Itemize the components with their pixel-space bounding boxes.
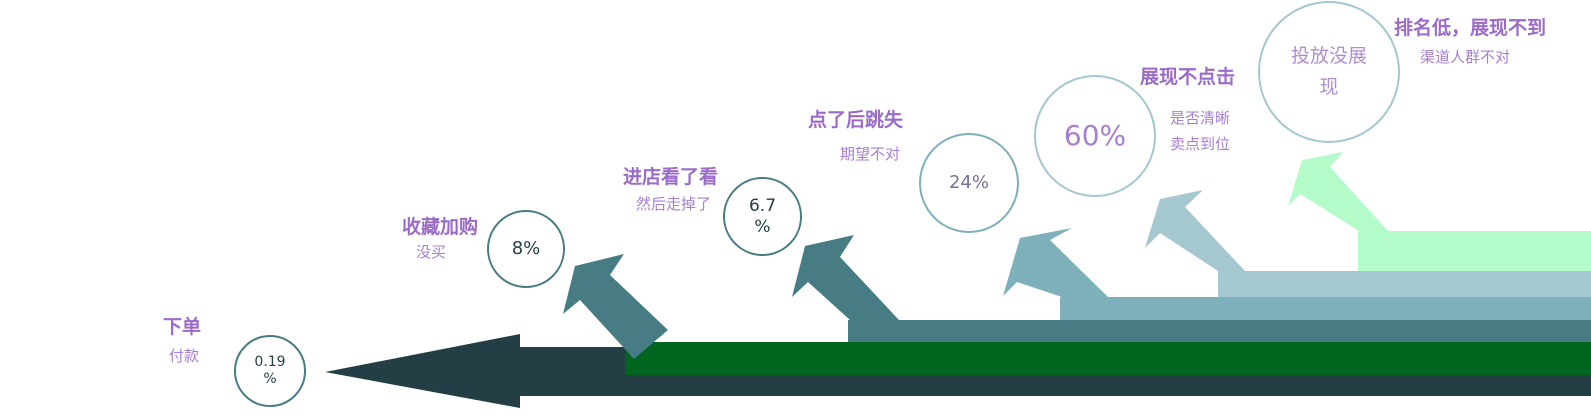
stage-title-click: 展现不点击 (1140, 66, 1236, 88)
main-arrow (325, 334, 1591, 408)
stage-title-exposure: 排名低，展现不到 (1394, 17, 1547, 39)
stage-desc-bounce: 期望不对 (840, 145, 901, 163)
stage-title-favorite: 收藏加购 (402, 216, 479, 238)
stage-title-visit: 进店看了看 (623, 166, 719, 188)
arrow-teal-light (1145, 190, 1245, 271)
band-mint (1358, 231, 1591, 271)
rate-value-exposure: 投放没展 现 (1290, 44, 1367, 98)
rate-value-bounce: 24% (948, 172, 989, 194)
arrow-teal-dark (792, 235, 899, 320)
stage-desc-visit: 然后走掉了 (636, 195, 712, 213)
rate-circle-visit: 6.7 % (723, 177, 802, 256)
band-teal-dark (848, 320, 1591, 342)
arrow-teal-mid (1003, 228, 1108, 297)
rate-circle-exposure: 投放没展 现 (1258, 1, 1400, 143)
rate-circle-bounce: 24% (919, 133, 1019, 233)
rate-circle-order: 0.19 % (234, 335, 306, 407)
band-teal-mid (1060, 297, 1591, 320)
rate-circle-click: 60% (1034, 75, 1156, 197)
band-dark-green (625, 342, 1591, 375)
stage-desc-exposure: 渠道人群不对 (1420, 48, 1511, 66)
band-teal-light (1218, 271, 1591, 297)
rate-circle-favorite: 8% (487, 210, 565, 288)
rate-value-favorite: 8% (511, 238, 541, 260)
rate-value-visit: 6.7 % (748, 196, 777, 237)
stage-title-bounce: 点了后跳失 (808, 109, 904, 131)
arrow-slate (563, 254, 668, 359)
stage-desc-click: 是否清晰 卖点到位 (1170, 109, 1231, 154)
arrow-mint (1288, 152, 1388, 231)
rate-value-click: 60% (1063, 119, 1127, 153)
rate-value-order: 0.19 % (254, 354, 286, 387)
stage-desc-favorite: 没买 (416, 243, 447, 261)
stage-title-order: 下单 (163, 316, 202, 338)
stage-desc-order: 付款 (169, 347, 200, 365)
